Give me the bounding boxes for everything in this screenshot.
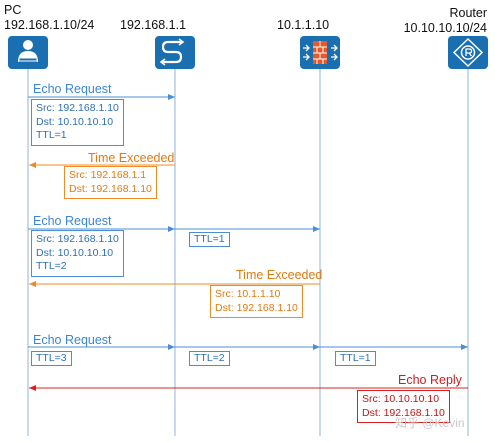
time-exceeded-1-src: Src: 192.168.1.1 xyxy=(69,169,147,181)
echo-reply-box: Src: 10.10.10.10 Dst: 192.168.1.10 xyxy=(357,390,450,423)
pc-ip: 192.168.1.10/24 xyxy=(4,18,95,32)
router-name: Router xyxy=(449,6,487,20)
router-ip: 10.10.10.10/24 xyxy=(403,21,487,35)
echo-request-1-ttl: TTL=1 xyxy=(36,129,67,141)
echo-request-2-src: Src: 192.168.1.10 xyxy=(36,233,119,245)
pc-icon xyxy=(8,36,48,69)
time-exceeded-2-dst: Dst: 192.168.1.10 xyxy=(215,301,298,314)
echo-request-3-label: Echo Request xyxy=(33,333,112,347)
time-exceeded-1-dst: Dst: 192.168.1.10 xyxy=(69,182,152,195)
echo-request-2-hop-ttl: TTL=1 xyxy=(189,232,230,247)
time-exceeded-2-box: Src: 10.1.1.10 Dst: 192.168.1.10 xyxy=(210,285,303,318)
watermark: 知乎 @Kevin xyxy=(395,416,465,430)
echo-reply-dst: Dst: 192.168.1.10 xyxy=(362,406,445,419)
firewall-icon xyxy=(300,36,340,69)
router-icon xyxy=(448,36,488,69)
echo-request-3-ttl-hop3: TTL=1 xyxy=(335,351,376,366)
echo-request-2-dst: Dst: 10.10.10.10 xyxy=(36,246,114,259)
echo-request-1-dst: Dst: 10.10.10.10 xyxy=(36,115,114,128)
echo-request-2-ttl: TTL=2 xyxy=(36,260,67,272)
echo-reply-label: Echo Reply xyxy=(398,373,462,387)
echo-request-1-box: Src: 192.168.1.10 Dst: 10.10.10.10 TTL=1 xyxy=(31,99,124,146)
time-exceeded-2-label: Time Exceeded xyxy=(236,268,323,282)
pc-name: PC xyxy=(4,3,22,17)
echo-request-3-ttl-hop1: TTL=3 xyxy=(31,351,72,366)
time-exceeded-1-box: Src: 192.168.1.1 Dst: 192.168.1.10 xyxy=(64,166,157,199)
echo-request-2-label: Echo Request xyxy=(33,214,112,228)
echo-request-2-box: Src: 192.168.1.10 Dst: 10.10.10.10 TTL=2 xyxy=(31,230,124,277)
echo-request-1-src: Src: 192.168.1.10 xyxy=(36,102,119,114)
firewall-ip: 10.1.1.10 xyxy=(277,18,330,32)
echo-request-3-ttl-hop2: TTL=2 xyxy=(189,351,230,366)
echo-request-1-label: Echo Request xyxy=(33,82,112,96)
switch-icon xyxy=(155,36,195,69)
switch-ip: 192.168.1.1 xyxy=(120,18,187,32)
time-exceeded-2-src: Src: 10.1.1.10 xyxy=(215,288,281,300)
echo-reply-src: Src: 10.10.10.10 xyxy=(362,393,440,405)
time-exceeded-1-label: Time Exceeded xyxy=(88,151,175,165)
